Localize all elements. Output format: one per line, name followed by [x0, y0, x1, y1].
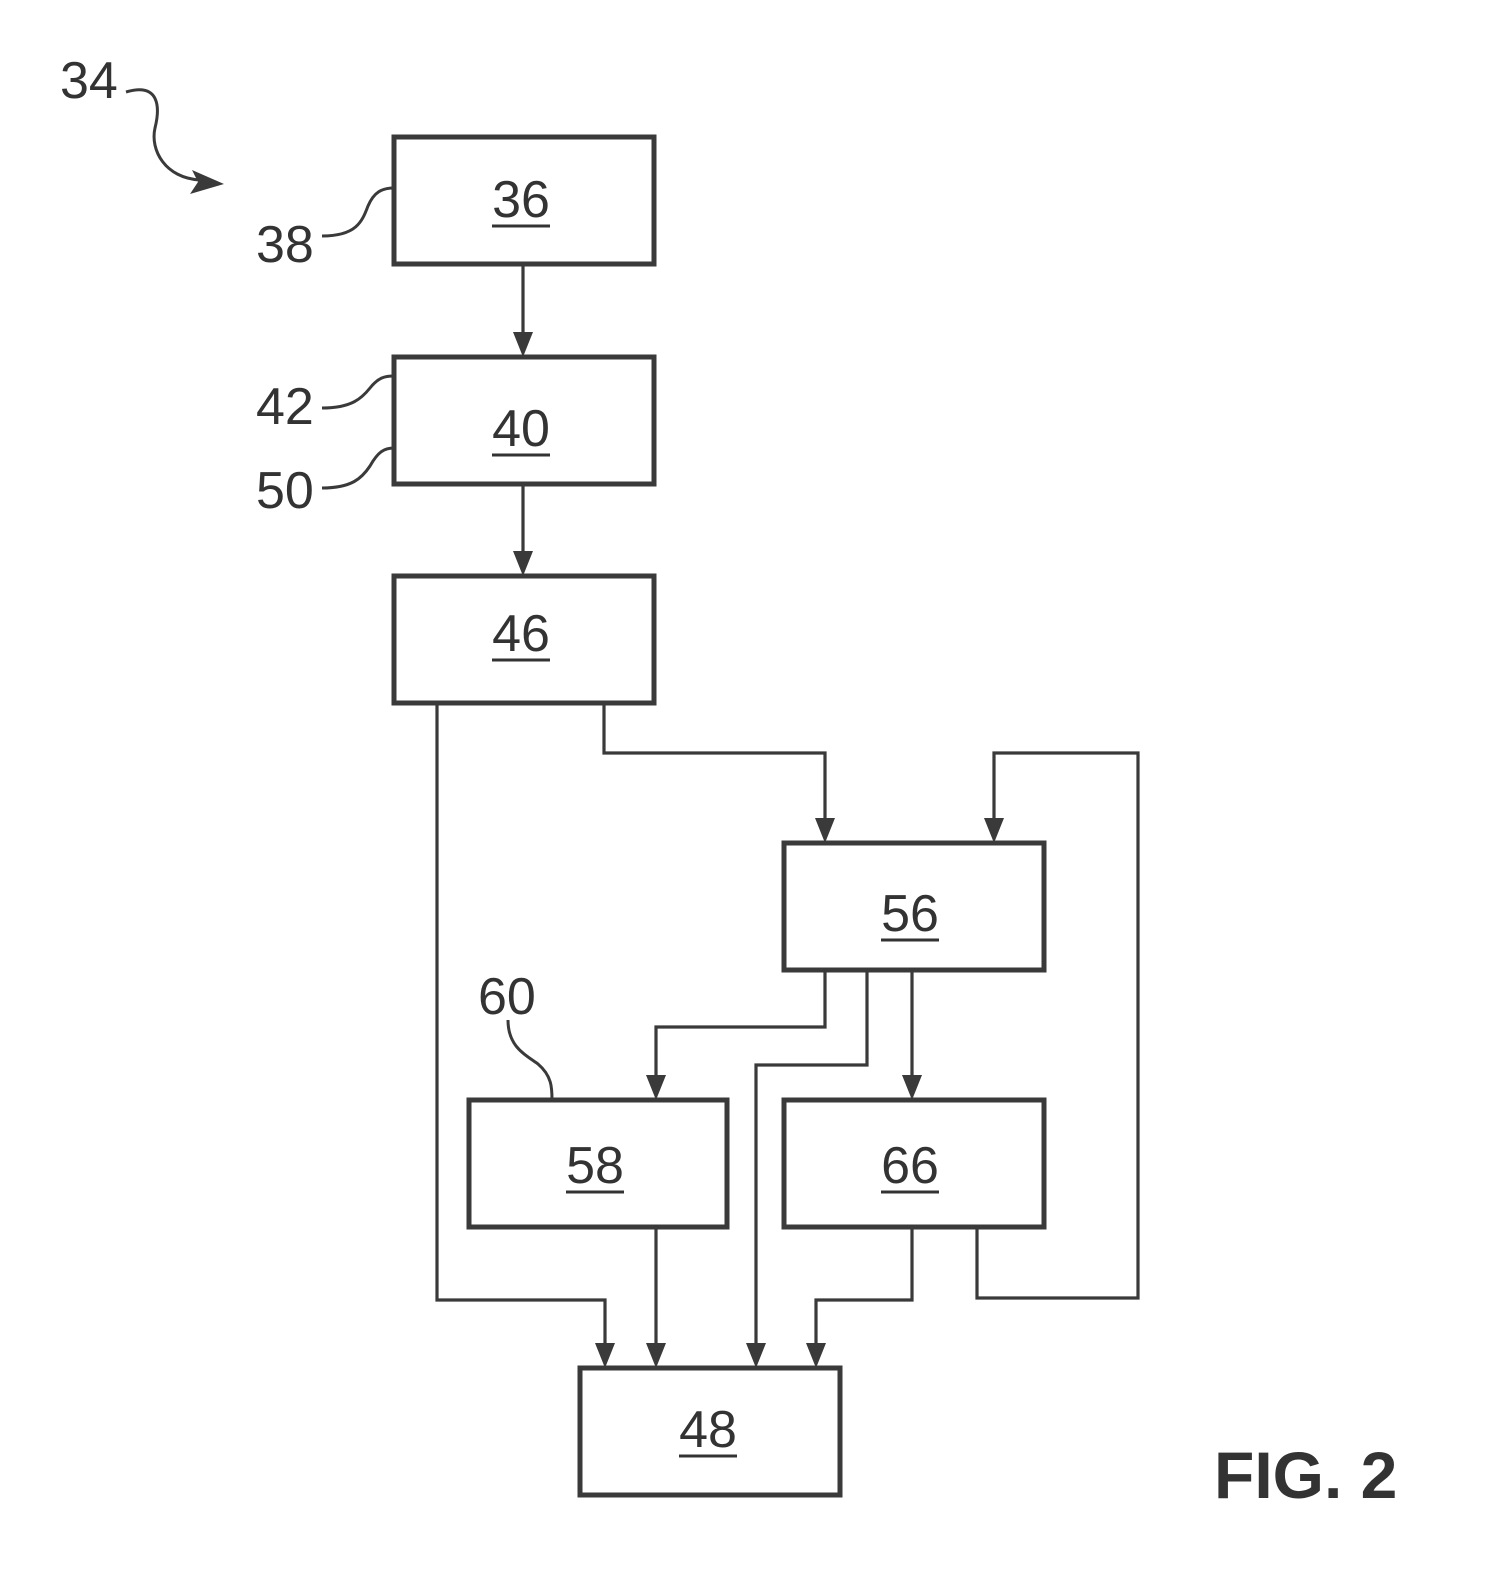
- arrow-66-to-56-feedback: [975, 751, 1140, 1300]
- arrow-56-to-58: [654, 970, 827, 1081]
- arrowhead-66-to-56-feedback: [984, 818, 1004, 843]
- block-40-label: 40: [492, 400, 550, 458]
- arrowhead-58-to-48: [646, 1343, 666, 1368]
- arrow-56-to-48: [754, 970, 869, 1349]
- ref-50-label: 50: [256, 462, 314, 520]
- block-40: 40: [391, 354, 657, 487]
- ref-50-leader: [321, 446, 395, 490]
- system-reference-label: 34: [60, 52, 118, 110]
- ref-38-label: 38: [256, 216, 314, 274]
- block-58-label: 58: [566, 1137, 624, 1195]
- arrowhead-66-to-48: [806, 1343, 826, 1368]
- arrow-46-to-56: [602, 703, 827, 824]
- arrowhead-46-to-56: [815, 818, 835, 843]
- figure-label: FIG. 2: [1214, 1438, 1397, 1512]
- system-reference-arrowhead: [190, 170, 224, 194]
- block-66-label: 66: [881, 1137, 939, 1195]
- arrowhead-56-to-48: [746, 1343, 766, 1368]
- arrowhead-46-to-48: [595, 1343, 615, 1368]
- arrowhead-56-to-58: [646, 1075, 666, 1100]
- block-56-label: 56: [881, 885, 939, 943]
- ref-60-leader: [506, 1019, 554, 1101]
- ref-42-leader: [321, 374, 395, 410]
- ref-38-leader: [321, 186, 395, 238]
- arrowhead-36-to-40: [513, 332, 533, 357]
- arrowhead-56-to-66: [902, 1075, 922, 1100]
- ref-42-label: 42: [256, 378, 314, 436]
- block-48-label: 48: [679, 1401, 737, 1459]
- block-48: 48: [577, 1365, 843, 1498]
- block-36-label: 36: [492, 171, 550, 229]
- ref-60-label: 60: [478, 968, 536, 1026]
- block-58: 58: [466, 1097, 730, 1230]
- connectors: [435, 264, 1140, 1368]
- block-66: 66: [781, 1097, 1047, 1230]
- block-36: 36: [391, 134, 657, 267]
- system-reference-pointer: [125, 88, 201, 182]
- arrow-66-to-48: [814, 1227, 914, 1349]
- arrowhead-40-to-46: [513, 551, 533, 576]
- arrow-46-to-48: [435, 703, 607, 1349]
- block-46-label: 46: [492, 605, 550, 663]
- block-46: 46: [391, 573, 657, 706]
- block-56: 56: [781, 840, 1047, 973]
